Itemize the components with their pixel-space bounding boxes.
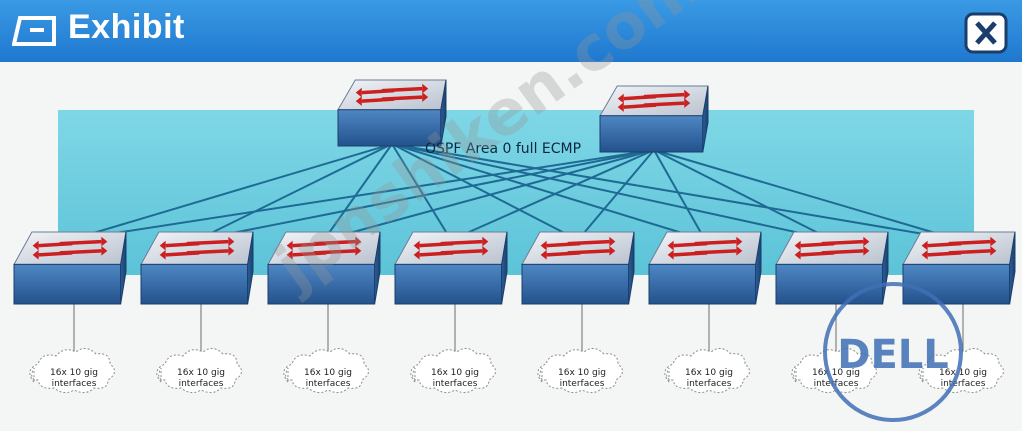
leaf-switch: [13, 231, 127, 305]
cloud-shape-icon: [156, 348, 242, 394]
ecmp-link: [69, 149, 655, 241]
cloud-shape-icon: [283, 348, 369, 394]
cloud-label-line1: 16x 10 gig: [685, 368, 733, 378]
switch-arrows-icon: [413, 236, 489, 260]
cloud-shape-icon: [791, 348, 877, 394]
switch-arrows-icon: [286, 236, 362, 260]
switch-arrows-icon: [540, 236, 616, 260]
cloud-label-line1: 16x 10 gig: [939, 368, 987, 378]
ecmp-link: [391, 143, 452, 241]
cloud-label-line2: interfaces: [433, 379, 478, 389]
window-title: Exhibit: [68, 8, 185, 46]
ecmp-link: [69, 143, 393, 241]
ecmp-link: [196, 143, 393, 241]
close-button[interactable]: [964, 12, 1008, 54]
leaf-switch: [394, 231, 508, 305]
ecmp-link: [653, 149, 960, 241]
leaf-switch: [775, 231, 889, 305]
cloud-shape-icon: [29, 348, 115, 394]
cloud-label-line1: 16x 10 gig: [304, 368, 352, 378]
leaf-switch: [140, 231, 254, 305]
ecmp-link: [391, 143, 960, 241]
cloud-label-line2: interfaces: [306, 379, 351, 389]
switch-arrows-icon: [355, 83, 429, 106]
switch-arrows-icon: [921, 236, 997, 260]
switch-nodes: [13, 79, 1016, 305]
ecmp-link: [196, 149, 655, 241]
ecmp-link: [391, 143, 833, 241]
cloud-shape-icon: [918, 348, 1004, 394]
switch-arrows-icon: [794, 236, 870, 260]
cloud-label-line1: 16x 10 gig: [50, 368, 98, 378]
ecmp-links: [69, 143, 960, 241]
cloud-label-line1: 16x 10 gig: [431, 368, 479, 378]
network-diagram: OSPF Area 0 full ECMP 16x 10 giginterfac…: [13, 79, 1016, 422]
dell-logo: DELL: [823, 282, 963, 422]
cloud-label-line1: 16x 10 gig: [177, 368, 225, 378]
ecmp-link: [391, 143, 579, 241]
leaf-switch: [902, 231, 1016, 305]
ecmp-link: [577, 149, 655, 241]
title-bar: Exhibit: [0, 0, 1022, 62]
close-icon: [975, 21, 997, 45]
dell-logo-text: DELL: [837, 332, 949, 378]
ecmp-link: [450, 149, 655, 241]
cloud-label-line2: interfaces: [52, 379, 97, 389]
cloud-label-line2: interfaces: [941, 379, 986, 389]
switch-arrows-icon: [617, 89, 691, 112]
cloud-label-line2: interfaces: [814, 379, 859, 389]
switch-arrows-icon: [32, 236, 108, 260]
cloud-shape-icon: [537, 348, 623, 394]
area-label: OSPF Area 0 full ECMP: [425, 141, 581, 157]
cloud-shape-icon: [410, 348, 496, 394]
ecmp-link: [323, 149, 655, 241]
ecmp-link: [653, 149, 706, 241]
leaf-switch: [521, 231, 635, 305]
exhibit-icon: [12, 16, 56, 46]
spine-switch: [599, 85, 709, 153]
ecmp-link: [323, 143, 393, 241]
leaf-switch: [267, 231, 381, 305]
ecmp-link: [653, 149, 833, 241]
leaf-switch: [648, 231, 762, 305]
ecmp-link: [391, 143, 706, 241]
spine-switch: [337, 79, 447, 147]
switch-arrows-icon: [159, 236, 235, 260]
cloud-label-line2: interfaces: [560, 379, 605, 389]
cloud-label-line2: interfaces: [687, 379, 732, 389]
cloud-shape-icon: [664, 348, 750, 394]
cloud-label-line2: interfaces: [179, 379, 224, 389]
cloud-label-line1: 16x 10 gig: [812, 368, 860, 378]
switch-arrows-icon: [667, 236, 743, 260]
cloud-label-line1: 16x 10 gig: [558, 368, 606, 378]
